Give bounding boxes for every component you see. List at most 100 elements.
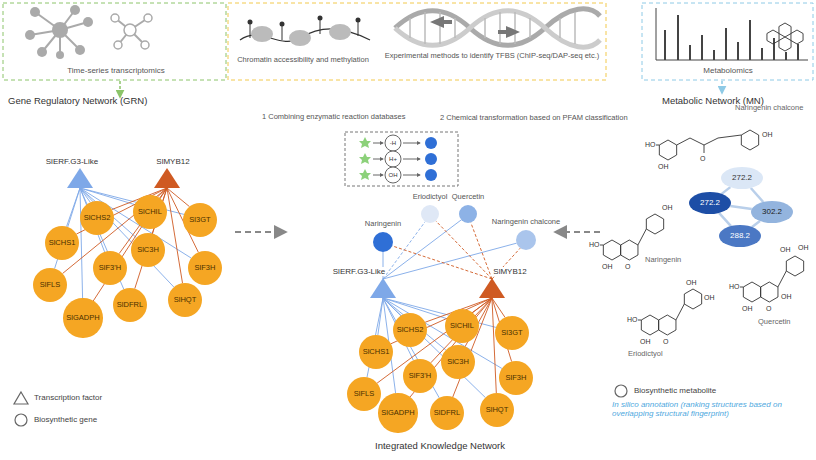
node-label: Naringenin [364, 220, 402, 229]
connector [80, 188, 174, 287]
connector [383, 298, 485, 398]
chemical-bond [638, 229, 646, 245]
caption-text: -H [390, 140, 396, 147]
node-label: SlCHS2 [397, 326, 424, 335]
transcription-factor: SlERF.G3-Like [53, 157, 107, 188]
node-label: SlMYB12 [155, 157, 190, 166]
connector [383, 298, 446, 350]
node-label: SlFLS [40, 281, 60, 290]
atom-label: OH [798, 244, 809, 252]
node-label: SlCHIL [138, 208, 162, 217]
ring-bond [641, 315, 658, 335]
transcription-factor: SlMYB12 [149, 157, 184, 188]
node-label: 272.2 [700, 198, 720, 207]
atom-label: OH [742, 305, 753, 313]
ring-bond [603, 240, 620, 260]
connector [76, 188, 167, 234]
caption-text: 1 Combining enzymatic reaction databases [262, 113, 405, 122]
ring-bond [791, 30, 803, 44]
triangle-shape [370, 278, 396, 298]
chemical-bond [704, 145, 705, 153]
node-label: SlFLS [354, 390, 374, 399]
gene-circle: SlC3H [131, 233, 165, 267]
gene-circle: SlFLS [33, 268, 67, 302]
atom-label: OH [658, 163, 669, 171]
chemical-bond [600, 245, 603, 246]
atom-label: OH [602, 263, 613, 271]
connector [492, 298, 496, 393]
atom-label: OH [704, 294, 715, 302]
node-label: SlHQT [486, 406, 509, 415]
gene-circle: SlCHIL [445, 309, 479, 343]
node-label: SlERF.G3-Like [45, 157, 99, 166]
node-label: 302.2 [762, 207, 782, 216]
ring-bond [786, 256, 803, 276]
gene-circle: SlCHS2 [80, 201, 114, 235]
atom-label: OH [780, 246, 791, 254]
connector [751, 188, 763, 202]
gene-circle: SlGADPH [378, 393, 417, 432]
legend-item: Biosynthetic gene [12, 412, 97, 428]
connector [492, 298, 505, 317]
node-label: SlC3H [137, 246, 159, 255]
connector [167, 188, 183, 283]
node-label: SlDFRL [117, 301, 143, 310]
chemical-bond [778, 271, 786, 287]
gene-circle: SlFLS [347, 377, 381, 411]
node-label: SlCHS1 [49, 239, 76, 248]
caption-text: Experimental methods to identify TFBS (C… [385, 52, 600, 61]
legend-shape [615, 385, 627, 397]
caption-text: OH [389, 172, 398, 179]
molecule-name: Quercetin [758, 318, 791, 327]
legend-item: Biosynthetic metabolite [612, 383, 716, 399]
node-label: SlF3'H [409, 372, 431, 381]
caption-text: Metabolomics [703, 66, 752, 75]
gene-circle: SlDFRL [430, 396, 464, 430]
legend-text: Biosynthetic metabolite [634, 386, 716, 395]
node-label: SlF3H [506, 374, 527, 383]
mass-ellipse: 288.2 [719, 225, 761, 247]
atom-label: HO [729, 283, 740, 291]
caption-text: 2 Chemical transformation based on PFAM … [440, 114, 628, 123]
ring-bond [761, 282, 778, 302]
metabolite-circle: Naringenin chalcone [516, 230, 536, 250]
molecule-name: Eriodictyol [628, 350, 663, 359]
atom-label: HO [627, 316, 638, 324]
caption-text: Integrated Knowledge Network [375, 441, 505, 452]
chemical-bond [656, 145, 659, 146]
legend-sample [12, 412, 30, 428]
ring-bond [684, 289, 701, 309]
legend-text: Transcription factor [34, 393, 102, 402]
node-label: SlMYB12 [492, 267, 527, 276]
atom-label: OH [762, 131, 773, 139]
node-label: SlC3H [447, 358, 469, 367]
atom-label: HO [645, 141, 656, 149]
atom-label: O [766, 305, 771, 313]
chemical-bond [638, 320, 641, 321]
caption-text: Chromatin accessibility and methylation [237, 56, 369, 65]
caption-text: In silico annotation (ranking structures… [612, 400, 812, 418]
connector [436, 221, 492, 279]
ring-bond [767, 30, 779, 44]
node-label: 272.2 [732, 173, 752, 182]
legend-item: Transcription factor [12, 390, 102, 406]
node-label: SlDFRL [434, 409, 460, 418]
chemical-bond [677, 135, 742, 145]
gene-circle: SlF3'H [403, 359, 437, 393]
mass-ellipse: 272.2 [689, 192, 731, 214]
gene-circle: SlHQT [480, 393, 514, 427]
atom-label: O [663, 338, 668, 346]
ring-bond [779, 37, 791, 51]
connector [730, 206, 752, 209]
gene-circle: SlCHIL [133, 195, 167, 229]
gene-circle: SlCHS1 [45, 226, 79, 260]
ring-bond [779, 23, 791, 37]
molecule-name: Naringenin [645, 256, 681, 265]
connector [167, 188, 190, 207]
metabolite-circle: Quercetin [459, 205, 477, 223]
connector [80, 188, 136, 238]
gene-circle: SlDFRL [113, 288, 147, 322]
node-label: SlERF.G3-Like [332, 267, 386, 276]
node-label: SlF3'H [99, 264, 121, 273]
node-label: Sl3GT [501, 329, 522, 338]
